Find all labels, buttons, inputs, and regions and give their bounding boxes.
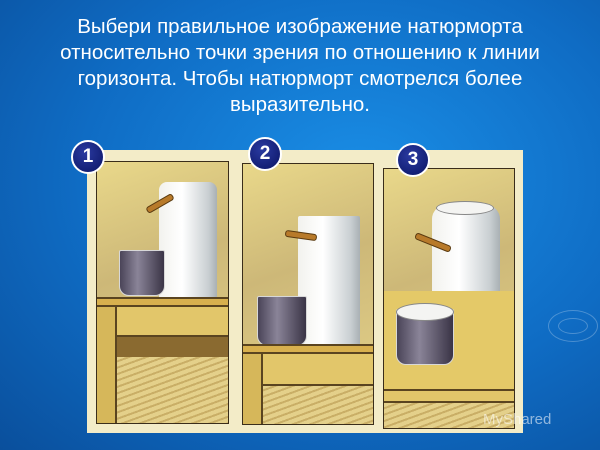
- table-apron: [384, 391, 514, 403]
- option-1-badge[interactable]: 1: [71, 140, 105, 174]
- option-2-image[interactable]: [242, 163, 374, 425]
- table: [97, 297, 228, 307]
- still-life-illustrations: [87, 150, 523, 433]
- option-3-image[interactable]: [383, 168, 515, 429]
- floor: [97, 357, 228, 423]
- table-apron: [97, 307, 228, 337]
- cup: [257, 296, 307, 346]
- table-leg: [243, 354, 263, 424]
- cup-rim: [396, 303, 454, 321]
- decorative-ripple: [548, 310, 598, 342]
- option-3-badge[interactable]: 3: [396, 143, 430, 177]
- option-1-image[interactable]: [96, 161, 229, 424]
- table-shadow: [97, 337, 228, 357]
- can-opening: [436, 201, 494, 215]
- floor: [384, 403, 514, 428]
- slide-title: Выбери правильное изображение натюрморта…: [60, 15, 540, 116]
- table-leg: [97, 307, 117, 423]
- table: [243, 344, 373, 354]
- option-2-badge[interactable]: 2: [248, 137, 282, 171]
- table-apron: [243, 354, 373, 386]
- cup: [119, 250, 165, 296]
- watermark: MyShared: [483, 411, 552, 428]
- floor: [243, 386, 373, 424]
